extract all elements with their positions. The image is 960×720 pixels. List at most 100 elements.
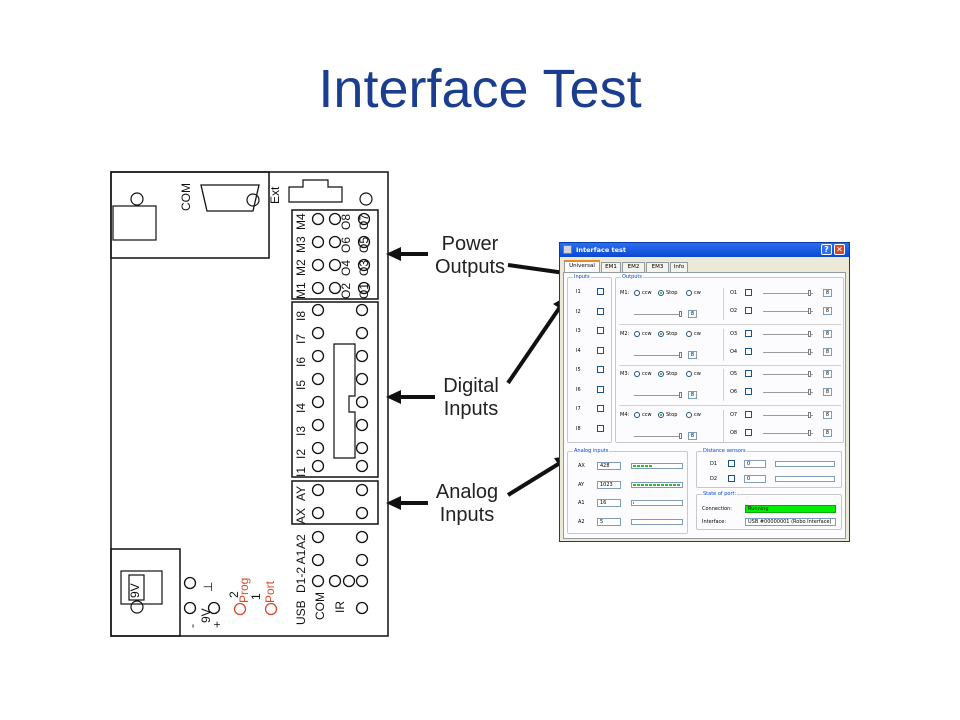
radio-stop-m1[interactable] <box>658 290 664 296</box>
input-checkbox-i2[interactable] <box>597 307 604 315</box>
output-label: O7 <box>357 214 371 230</box>
d12-pin <box>355 574 369 588</box>
motor-speed-value[interactable]: 8 <box>688 391 697 399</box>
radio-ccw-m4[interactable] <box>634 411 640 418</box>
input-checkbox-i4[interactable] <box>597 346 604 354</box>
motor-speed-value[interactable]: 8 <box>688 310 697 318</box>
tab-info[interactable]: Info <box>670 262 688 272</box>
output-slider-thumb[interactable] <box>808 330 811 337</box>
radio-label-ccw: ccw <box>642 371 652 377</box>
digital-input-pin <box>311 441 325 455</box>
motor-speed-value[interactable]: 8 <box>688 431 697 440</box>
output-value[interactable]: 8 <box>823 329 832 338</box>
radio-ccw-m3[interactable] <box>634 371 640 377</box>
radio-ccw-m1[interactable] <box>634 290 640 296</box>
distance-checkbox-d2[interactable] <box>728 475 735 482</box>
slide-title: Interface Test <box>318 59 642 119</box>
callout-digital-line1: Digital <box>443 375 499 397</box>
output-value[interactable]: 8 <box>823 307 832 315</box>
distance-sensors-title: Distance sensors <box>702 448 747 454</box>
output-value[interactable]: 8 <box>823 428 832 437</box>
output-checkbox-o4[interactable] <box>745 347 752 355</box>
a2-pin <box>311 530 325 544</box>
output-label-o7: O7 <box>730 411 738 418</box>
output-value[interactable]: 8 <box>823 388 832 396</box>
output-value[interactable]: 8 <box>823 410 832 419</box>
outputs-group: Outputs <box>615 274 844 443</box>
outputs-group-title: Outputs <box>621 274 643 280</box>
output-label-o3: O3 <box>730 330 738 337</box>
distance-checkbox-d1[interactable] <box>728 460 735 467</box>
output-checkbox-o8[interactable] <box>745 428 752 436</box>
digital-input-pin <box>311 395 325 409</box>
output-slider-thumb[interactable] <box>808 308 811 314</box>
ext-connector <box>288 179 343 203</box>
output-slider-thumb[interactable] <box>808 371 811 377</box>
output-slider-thumb[interactable] <box>808 389 811 395</box>
close-button[interactable]: ✕ <box>834 244 845 255</box>
output-checkbox-o7[interactable] <box>745 410 752 418</box>
radio-ccw-m2[interactable] <box>634 330 640 337</box>
output-slider-thumb[interactable] <box>808 411 811 418</box>
prog-label: Prog <box>237 578 251 603</box>
output-checkbox-o1[interactable] <box>745 289 752 296</box>
motor-speed-value[interactable]: 8 <box>688 350 697 359</box>
motor-speed-slider-thumb[interactable] <box>679 351 682 358</box>
radio-stop-m4[interactable] <box>658 411 664 418</box>
radio-cw-m3[interactable] <box>686 371 692 377</box>
a2-pin <box>355 530 369 544</box>
radio-label-cw: cw <box>694 411 701 418</box>
output-checkbox-o3[interactable] <box>745 329 752 337</box>
output-slider-thumb[interactable] <box>808 429 811 436</box>
input-label-i2: I2 <box>576 308 581 315</box>
radio-cw-m4[interactable] <box>686 411 692 418</box>
motor-speed-slider-thumb[interactable] <box>679 392 682 398</box>
output-value[interactable]: 8 <box>823 370 832 378</box>
motor-label: M4 <box>294 213 308 230</box>
analog-label-a1: A1 <box>578 500 585 506</box>
radio-cw-m1[interactable] <box>686 290 692 296</box>
tab-em1[interactable]: EM1 <box>601 262 621 272</box>
motor-speed-slider-thumb[interactable] <box>679 432 682 439</box>
radio-stop-m2[interactable] <box>658 330 664 337</box>
motor-label: M2 <box>294 259 308 276</box>
output-checkbox-o6[interactable] <box>745 388 752 395</box>
radio-label-cw: cw <box>694 290 701 296</box>
output-slider-track <box>763 293 813 294</box>
window-titlebar[interactable]: Interface test ? ✕ <box>560 243 849 257</box>
output-pin <box>357 258 371 272</box>
a1-pin <box>311 553 325 567</box>
input-label-i6: I6 <box>576 386 581 393</box>
analog-inputs-title: Analog inputs <box>573 448 610 454</box>
output-pin <box>328 235 342 249</box>
digital-input-label: I3 <box>294 426 308 436</box>
output-slider-track <box>763 414 813 416</box>
output-value[interactable]: 8 <box>823 289 832 297</box>
usb-label: USB <box>294 600 308 625</box>
input-checkbox-i8[interactable] <box>597 424 604 432</box>
help-button[interactable]: ? <box>821 244 832 255</box>
output-pin <box>311 235 325 249</box>
tab-em3[interactable]: EM3 <box>646 262 669 272</box>
radio-label-ccw: ccw <box>642 290 652 296</box>
tab-em2[interactable]: EM2 <box>622 262 645 272</box>
motor-label-2: M2: <box>620 330 630 337</box>
output-checkbox-o2[interactable] <box>745 307 752 314</box>
analog-input-label: AX <box>294 508 308 524</box>
tab-universal[interactable]: Universal <box>564 260 600 272</box>
radio-cw-m2[interactable] <box>686 330 692 337</box>
input-checkbox-i7[interactable] <box>597 405 604 412</box>
output-value[interactable]: 8 <box>823 347 832 356</box>
motor-label: M1 <box>294 282 308 299</box>
input-checkbox-i3[interactable] <box>597 327 604 334</box>
input-checkbox-i6[interactable] <box>597 385 604 393</box>
output-slider-thumb[interactable] <box>808 348 811 355</box>
input-checkbox-i1[interactable] <box>597 288 604 295</box>
digital-inputs-box <box>291 301 379 478</box>
radio-stop-m3[interactable] <box>658 371 664 377</box>
motor-speed-slider-thumb[interactable] <box>679 311 682 317</box>
motor-separator <box>723 328 724 361</box>
output-slider-thumb[interactable] <box>808 290 811 296</box>
input-checkbox-i5[interactable] <box>597 366 604 373</box>
output-checkbox-o5[interactable] <box>745 370 752 377</box>
